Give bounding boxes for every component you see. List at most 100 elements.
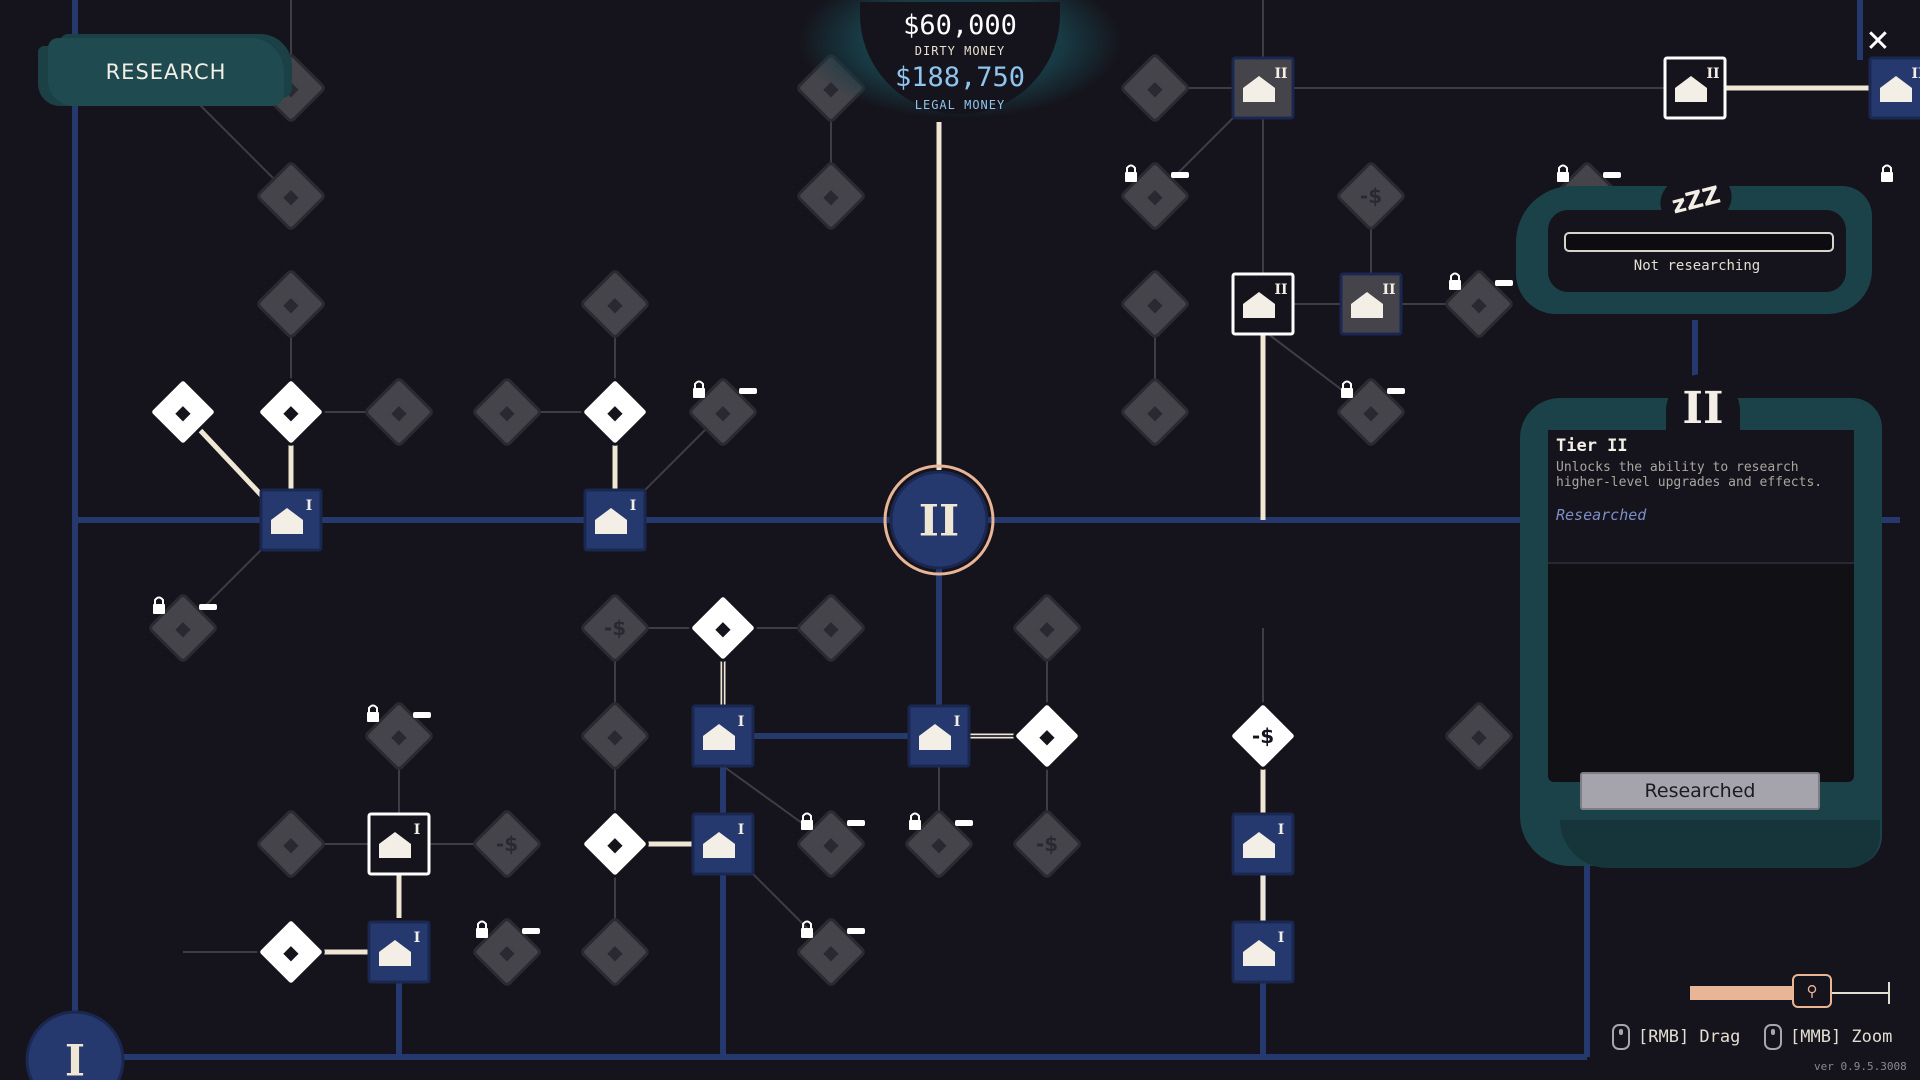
building-node[interactable]: I — [367, 812, 431, 876]
lab-equipment-icon: ◆ — [499, 940, 515, 964]
magnifier-icon[interactable]: ⚲ — [1792, 974, 1832, 1008]
reduce-cost-node[interactable]: -$ — [1013, 810, 1081, 878]
padlock-icon — [1881, 164, 1893, 182]
product-node[interactable]: ◆ — [1013, 594, 1081, 662]
zoom-track-end — [1888, 982, 1890, 1004]
money-plus-node[interactable]: ◆ — [257, 918, 325, 986]
vehicle-icon — [847, 820, 865, 826]
padlock-shackle — [1342, 380, 1352, 388]
lab-building-icon — [703, 724, 735, 750]
tier-hub-label: I — [65, 1035, 85, 1080]
building-node[interactable]: I — [1231, 812, 1295, 876]
building-node[interactable]: I — [691, 812, 755, 876]
building-node[interactable]: I — [259, 488, 323, 552]
money-plus-node[interactable]: ◆ — [1121, 270, 1189, 338]
pills-node[interactable]: ◆ — [689, 594, 757, 662]
timer-node[interactable]: ◆ — [797, 162, 865, 230]
node-diamond — [473, 378, 541, 446]
pills-icon: ◆ — [391, 400, 407, 424]
zoom-slider[interactable]: ⚲ — [1690, 974, 1890, 1008]
building-node[interactable]: I — [1231, 920, 1295, 984]
money-plus-node[interactable]: ◆ — [581, 378, 649, 446]
building-node[interactable]: I — [907, 704, 971, 768]
node-diamond — [257, 162, 325, 230]
dirty-money-label: DIRTY MONEY — [914, 44, 1006, 58]
padlock-icon — [476, 920, 540, 938]
reduce-cost-node[interactable]: -$ — [1229, 702, 1297, 770]
node-diamond — [581, 594, 649, 662]
building-node[interactable]: II — [1339, 272, 1403, 336]
node-diamond — [581, 918, 649, 986]
lab-equipment-node[interactable]: ◆ — [689, 378, 757, 446]
node-diamond — [581, 810, 649, 878]
scale-icon: ◆ — [1471, 724, 1487, 748]
reduce-cost-node[interactable]: -$ — [473, 810, 541, 878]
product-node[interactable]: ◆ — [473, 378, 541, 446]
building-node[interactable]: I — [583, 488, 647, 552]
van-upgrade-node[interactable]: ◆ — [581, 918, 649, 986]
product-node[interactable]: ◆ — [149, 378, 217, 446]
product-node[interactable]: ◆ — [257, 162, 325, 230]
vehicle-icon — [1387, 388, 1405, 394]
speed-gauge-node[interactable]: ◆ — [257, 378, 325, 446]
lab-equipment-node[interactable]: ◆ — [797, 810, 865, 878]
node-diamond — [1121, 270, 1189, 338]
lab-equipment-node[interactable]: ◆ — [1337, 378, 1405, 446]
building-node[interactable]: II — [1663, 56, 1727, 120]
building-node[interactable]: I — [367, 920, 431, 984]
building-node[interactable]: II — [1231, 56, 1295, 120]
product-icon: ◆ — [283, 832, 299, 856]
lab-equipment-node[interactable]: ◆ — [797, 918, 865, 986]
scale-node[interactable]: ◆ — [581, 270, 649, 338]
node-diamond — [257, 270, 325, 338]
tier-badge: II — [1666, 374, 1740, 444]
lab-building-icon — [1243, 292, 1275, 318]
close-icon[interactable]: ✕ — [1865, 24, 1891, 59]
tier-hub-II[interactable]: II — [883, 464, 995, 576]
pills-node[interactable]: ◆ — [365, 378, 433, 446]
lab-equipment-node[interactable]: ◆ — [473, 918, 541, 986]
lab-building-icon — [703, 832, 735, 858]
zoom-hint-label: [MMB] Zoom — [1790, 1027, 1893, 1047]
lab-equipment-node[interactable]: ◆ — [1121, 162, 1189, 230]
reduce-cost-icon: -$ — [1360, 184, 1382, 208]
reduce-cost-node[interactable]: -$ — [581, 594, 649, 662]
van-upgrade-icon: ◆ — [283, 292, 299, 316]
dirty-money-value: $60,000 — [903, 10, 1017, 41]
padlock-icon — [367, 704, 431, 722]
van-upgrade-node[interactable]: ◆ — [257, 270, 325, 338]
building-node[interactable]: II — [1231, 272, 1295, 336]
reduce-cost-node[interactable]: -$ — [1337, 162, 1405, 230]
scale-node[interactable]: ◆ — [1445, 702, 1513, 770]
money-plus-node[interactable]: ◆ — [1121, 54, 1189, 122]
product-node[interactable]: ◆ — [581, 702, 649, 770]
node-diamond — [1445, 270, 1513, 338]
node-diamond — [1013, 594, 1081, 662]
speed-gauge-node[interactable]: ◆ — [581, 810, 649, 878]
padlock-body — [1449, 280, 1461, 290]
lab-equipment-node[interactable]: ◆ — [1445, 270, 1513, 338]
tier-hub-I[interactable]: I — [25, 1010, 125, 1080]
research-tab[interactable]: RESEARCH — [48, 38, 284, 106]
vehicle-icon — [1171, 172, 1189, 178]
building-node[interactable]: I — [691, 704, 755, 768]
padlock-body — [1881, 172, 1893, 182]
van-upgrade-node[interactable]: ◆ — [797, 594, 865, 662]
lab-equipment-node[interactable]: ◆ — [365, 702, 433, 770]
node-diamond — [257, 918, 325, 986]
building-node[interactable]: II — [1868, 56, 1920, 120]
padlock-body — [693, 388, 705, 398]
detail-panel-decoration — [1560, 820, 1880, 868]
product-node[interactable]: ◆ — [1121, 378, 1189, 446]
lab-equipment-node[interactable]: ◆ — [905, 810, 973, 878]
drag-hint-label: [RMB] Drag — [1638, 1027, 1741, 1047]
lab-equipment-node[interactable]: ◆ — [149, 594, 217, 662]
research-status-text: Not researching — [1633, 258, 1761, 274]
money-plus-icon: ◆ — [1147, 292, 1163, 316]
product-node[interactable]: ◆ — [257, 810, 325, 878]
vehicle-icon — [847, 928, 865, 934]
lab-building-icon — [1351, 292, 1383, 318]
timer-node[interactable]: ◆ — [1013, 702, 1081, 770]
padlock-body — [153, 604, 165, 614]
research-button[interactable]: Researched — [1580, 772, 1820, 810]
